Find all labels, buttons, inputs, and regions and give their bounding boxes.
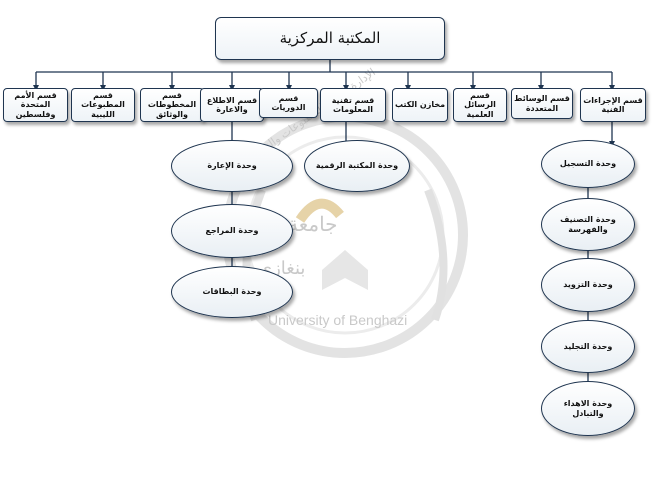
unit-digital-library: وحدة المكتبة الرقمية (304, 140, 410, 192)
root-label: المكتبة المركزية (279, 28, 381, 47)
unit-lending: وحدة الإعارة (171, 140, 293, 192)
dept-manuscripts-documents: قسم المخطوطات والوثائق (140, 88, 204, 122)
dept-information-technology: قسم تقنية المعلومات (320, 88, 386, 122)
watermark-english: University of Benghazi (268, 312, 408, 328)
unit-registration: وحدة التسجيل (541, 140, 635, 188)
unit-cards: وحدة البطاقات (171, 266, 293, 318)
dept-technical-procedures: قسم الإجراءات الفنية (580, 88, 646, 122)
unit-gifts-exchange: وحدة الاهداء والتبادل (541, 381, 635, 436)
dept-libyan-publications: قسم المطبوعات الليبية (71, 88, 135, 122)
unit-binding: وحدة التجليد (541, 320, 635, 373)
watermark-arabic-1: جامعة (288, 214, 338, 236)
root-node: المكتبة المركزية (215, 17, 445, 60)
unit-acquisition: وحدة التزويد (541, 258, 635, 312)
dept-theses: قسم الرسائل العلمية (453, 88, 507, 122)
unit-classification-cataloging: وحدة التصنيف والفهرسة (541, 198, 635, 251)
dept-book-stores: مخازن الكتب (392, 88, 448, 122)
dept-un-palestine: قسم الأمم المتحدة وفلسطين (3, 88, 68, 122)
dept-multimedia: قسم الوسائط المتعددة (511, 88, 573, 119)
unit-references: وحدة المراجع (171, 204, 293, 258)
dept-periodicals: قسم الدوريات (259, 88, 318, 118)
dept-access-lending: قسم الاطلاع والاعارة (200, 88, 264, 122)
connector-lines (35, 60, 613, 381)
